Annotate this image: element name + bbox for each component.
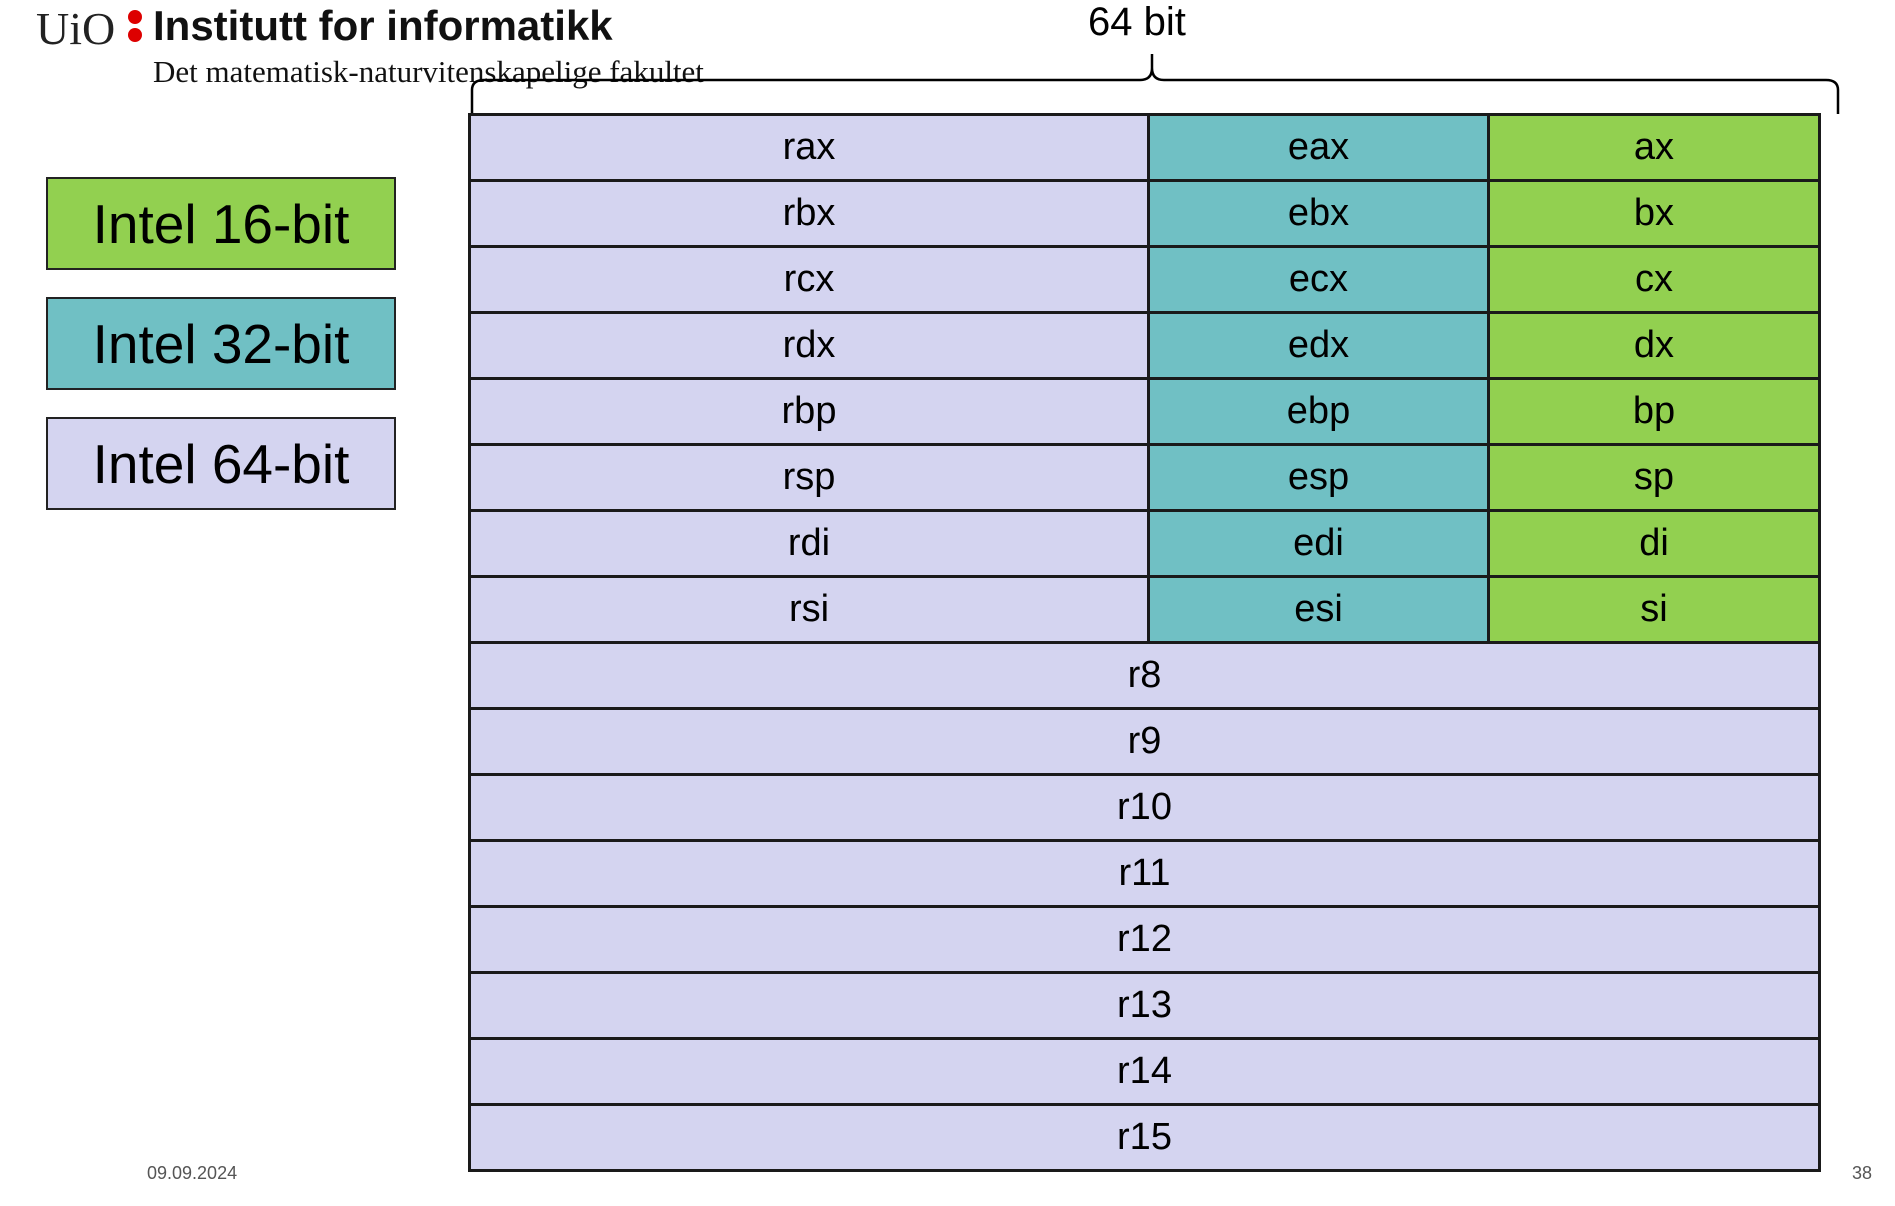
register-64bit: rcx <box>468 245 1150 314</box>
register-32bit: esp <box>1147 443 1490 512</box>
register-row: r15 <box>468 1103 1821 1172</box>
register-32bit: ebx <box>1147 179 1490 248</box>
register-16bit: sp <box>1487 443 1821 512</box>
register-64bit: rdx <box>468 311 1150 380</box>
register-64bit: r10 <box>468 773 1821 842</box>
register-64bit: r12 <box>468 905 1821 974</box>
footer-date: 09.09.2024 <box>147 1163 238 1183</box>
register-32bit: esi <box>1147 575 1490 644</box>
register-16bit: bx <box>1487 179 1821 248</box>
register-64bit: rdi <box>468 509 1150 578</box>
register-64bit: rsp <box>468 443 1150 512</box>
legend-64bit: Intel 64-bit <box>46 417 396 510</box>
register-64bit: rsi <box>468 575 1150 644</box>
register-row: r14 <box>468 1037 1821 1106</box>
register-16bit: di <box>1487 509 1821 578</box>
legend-16bit: Intel 16-bit <box>46 177 396 270</box>
register-row: r8 <box>468 641 1821 710</box>
register-row: r10 <box>468 773 1821 842</box>
register-64bit: r9 <box>468 707 1821 776</box>
brace-label: 64 bit <box>1088 0 1186 44</box>
uio-logo-dots-icon <box>126 10 142 44</box>
register-64bit: r14 <box>468 1037 1821 1106</box>
register-row: r11 <box>468 839 1821 908</box>
institute-name: Institutt for informatikk <box>153 2 613 49</box>
register-64bit: rax <box>468 113 1150 182</box>
register-16bit: si <box>1487 575 1821 644</box>
register-64bit: rbp <box>468 377 1150 446</box>
legend-32bit: Intel 32-bit <box>46 297 396 390</box>
register-row: r13 <box>468 971 1821 1040</box>
register-32bit: eax <box>1147 113 1490 182</box>
uio-logo: UiO <box>36 3 116 54</box>
curly-brace-icon <box>470 54 1840 114</box>
register-16bit: bp <box>1487 377 1821 446</box>
register-row: r9 <box>468 707 1821 776</box>
register-32bit: ecx <box>1147 245 1490 314</box>
register-16bit: ax <box>1487 113 1821 182</box>
register-16bit: cx <box>1487 245 1821 314</box>
register-32bit: edx <box>1147 311 1490 380</box>
register-64bit: r11 <box>468 839 1821 908</box>
page-number: 38 <box>1852 1163 1873 1183</box>
register-row: r12 <box>468 905 1821 974</box>
register-32bit: edi <box>1147 509 1490 578</box>
register-16bit: dx <box>1487 311 1821 380</box>
register-64bit: r15 <box>468 1103 1821 1172</box>
register-32bit: ebp <box>1147 377 1490 446</box>
register-64bit: r13 <box>468 971 1821 1040</box>
register-64bit: rbx <box>468 179 1150 248</box>
faculty-name: Det matematisk-naturvitenskapelige fakul… <box>153 54 704 89</box>
register-64bit: r8 <box>468 641 1821 710</box>
